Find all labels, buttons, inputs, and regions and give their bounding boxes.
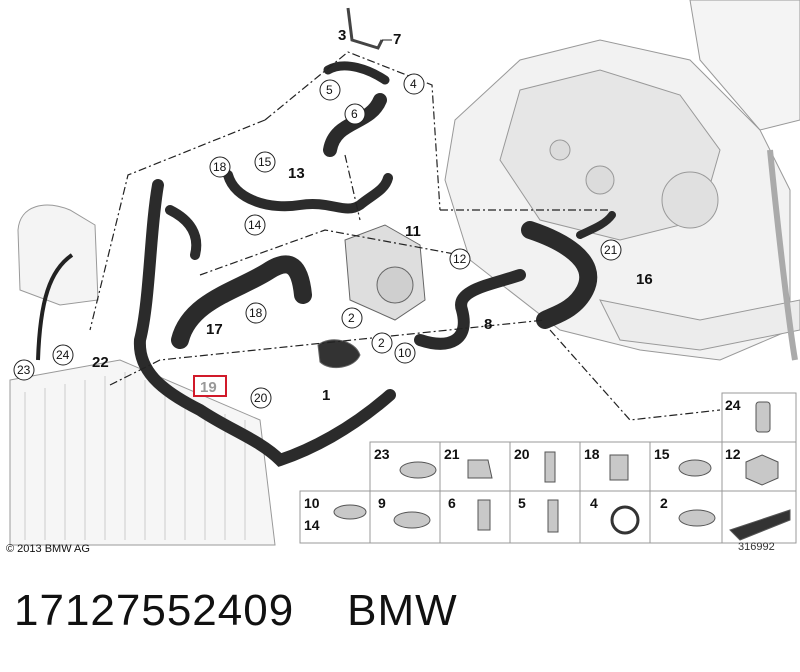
hose-13 xyxy=(223,170,393,214)
label-10: 10 xyxy=(398,346,412,360)
label-2a: 2 xyxy=(348,311,355,325)
table-5: 5 xyxy=(518,495,526,511)
arrow-icon xyxy=(729,509,791,541)
label-14: 14 xyxy=(248,218,262,232)
label-5: 5 xyxy=(326,83,333,97)
bracket-icon xyxy=(609,454,629,481)
part-number: 17127552409 xyxy=(14,586,295,635)
table-20: 20 xyxy=(514,446,530,462)
hose-8 xyxy=(414,269,526,350)
spring-clamp-icon xyxy=(393,511,431,529)
label-18a: 18 xyxy=(213,160,227,174)
copyright-text: © 2013 BMW AG xyxy=(6,543,90,555)
label-20: 20 xyxy=(254,391,268,405)
table-9: 9 xyxy=(378,495,386,511)
seal-ring-icon xyxy=(610,505,640,535)
radiator xyxy=(9,359,276,546)
nut-icon xyxy=(745,454,779,486)
label-2b: 2 xyxy=(378,336,385,350)
label-11: 11 xyxy=(405,223,421,240)
table-21: 21 xyxy=(444,446,460,462)
part-caption: 17127552409 BMW xyxy=(14,586,458,636)
label-23: 23 xyxy=(17,363,31,377)
label-4: 4 xyxy=(410,77,417,91)
bolt-icon xyxy=(477,499,491,531)
label-17: 17 xyxy=(206,321,223,338)
bolt-icon-2 xyxy=(547,499,559,533)
brand-name: BMW xyxy=(347,586,458,635)
table-12: 12 xyxy=(725,446,741,462)
thermostat-housing xyxy=(317,224,426,369)
label-6: 6 xyxy=(351,107,358,121)
table-15: 15 xyxy=(654,446,670,462)
label-8: 8 xyxy=(484,316,492,333)
table-2: 2 xyxy=(660,495,668,511)
table-18: 18 xyxy=(584,446,600,462)
table-14: 14 xyxy=(304,517,320,533)
hose-17 xyxy=(171,255,312,349)
parts-table-icons xyxy=(333,401,791,541)
label-19-highlight: 19 xyxy=(200,379,217,396)
label-22: 22 xyxy=(92,354,109,371)
expansion-tank xyxy=(17,204,99,361)
clamp-icon-2 xyxy=(678,459,712,477)
label-15: 15 xyxy=(258,155,272,169)
label-7: 7 xyxy=(393,31,401,48)
label-1: 1 xyxy=(322,387,330,404)
label-13: 13 xyxy=(288,165,305,182)
table-23: 23 xyxy=(374,446,390,462)
label-24: 24 xyxy=(56,348,70,362)
screw-icon xyxy=(544,451,556,483)
hose-upper xyxy=(165,205,202,260)
label-12: 12 xyxy=(453,252,467,266)
label-21: 21 xyxy=(604,243,618,257)
table-24: 24 xyxy=(725,397,741,413)
label-16: 16 xyxy=(636,271,653,288)
table-10: 10 xyxy=(304,495,320,511)
hose-19 xyxy=(133,179,396,467)
engine-block xyxy=(444,0,800,361)
label-3: 3 xyxy=(338,27,346,44)
grommet-icon xyxy=(755,401,771,433)
label-18b: 18 xyxy=(249,306,263,320)
clamp-icon-3 xyxy=(333,504,367,520)
table-6: 6 xyxy=(448,495,456,511)
hose-16 xyxy=(521,221,598,329)
bracket-7 xyxy=(346,7,384,50)
highlight-box xyxy=(193,375,227,397)
callouts: 3 7 4 5 6 18 15 13 14 11 12 21 16 18 17 … xyxy=(13,27,653,409)
clamp-icon xyxy=(399,461,437,479)
clamp-icon-4 xyxy=(678,509,716,527)
hose-21 xyxy=(576,211,616,239)
hose-3 xyxy=(323,61,390,85)
reference-number: 316992 xyxy=(738,541,775,553)
table-4: 4 xyxy=(590,495,598,511)
leader-lines xyxy=(89,51,721,421)
clip-icon xyxy=(467,459,493,479)
cooling-system-diagram: 3 7 4 5 6 18 15 13 14 11 12 21 16 18 17 … xyxy=(9,0,800,546)
parts-table-labels: 23 21 20 18 15 12 24 10 14 9 6 5 4 2 xyxy=(304,397,741,533)
